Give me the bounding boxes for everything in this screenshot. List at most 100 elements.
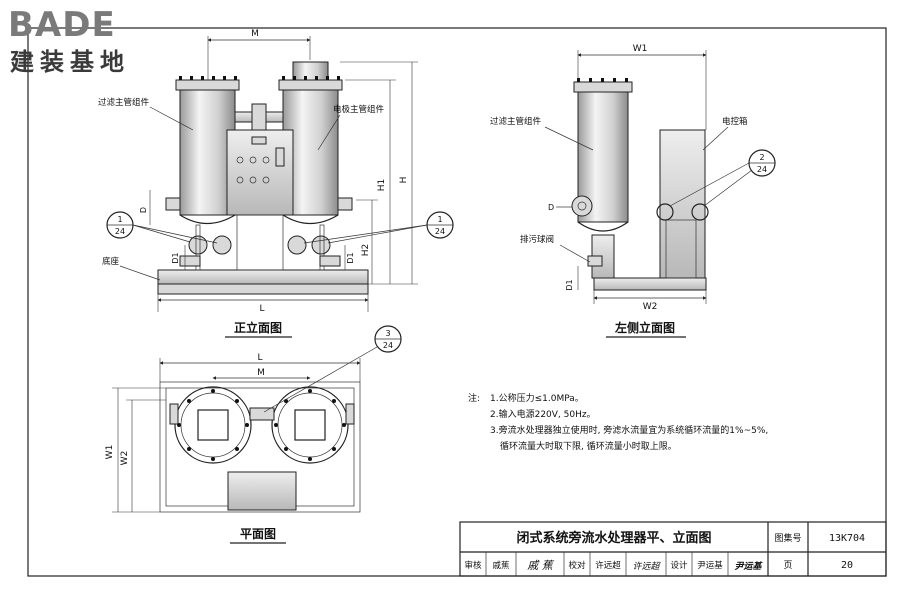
front-panel-display xyxy=(251,136,267,145)
front-panel-meter xyxy=(275,147,285,167)
checker-signature: 许远超 xyxy=(632,561,661,572)
reviewer-name: 戚蕉 xyxy=(492,560,510,571)
drawing-title: 闭式系统旁流水处理器平、立面图 xyxy=(516,530,711,546)
side-dim-d1: D1 xyxy=(565,279,574,290)
front-left-valve-b xyxy=(212,235,232,255)
front-label-filter: 过滤主管组件 xyxy=(98,97,150,108)
notes: 注: 1.公称压力≤1.0MPa。 2.输入电源220V, 50Hz。 3.旁流… xyxy=(468,392,768,452)
atlas-number: 13K704 xyxy=(829,533,865,544)
checker-name: 许远超 xyxy=(595,560,621,571)
front-right-tank-bottom xyxy=(282,214,339,225)
front-right-leg xyxy=(319,224,325,271)
plan-bolts xyxy=(177,389,346,461)
title-block: 闭式系统旁流水处理器平、立面图 图集号 13K704 审核 戚蕉 戚 蕉 校对 … xyxy=(459,521,887,577)
side-drain-valve xyxy=(587,255,603,267)
front-dim-d1-right: D1 xyxy=(346,252,355,263)
side-view-title: 左侧立面图 xyxy=(614,320,675,335)
logo: BADE 建装基地 xyxy=(8,5,130,76)
front-callout-left: 1 24 xyxy=(106,211,218,244)
plan-dim-w2: W2 xyxy=(120,451,130,466)
front-dim-l: L xyxy=(259,304,264,314)
front-left-bolts xyxy=(179,76,237,80)
front-left-drain xyxy=(179,255,201,267)
svg-text:1: 1 xyxy=(117,215,122,224)
designer-name: 尹运基 xyxy=(697,560,723,571)
note-line-1: 1.公称压力≤1.0MPa。 xyxy=(490,392,584,404)
plan-control-panel xyxy=(227,471,297,511)
logo-subtitle: 建装基地 xyxy=(10,48,130,76)
front-callout-right: 1 24 xyxy=(303,211,454,244)
side-label-filter: 过滤主管组件 xyxy=(490,116,542,127)
front-right-nozzle xyxy=(337,197,353,211)
side-dim-w2: W2 xyxy=(643,302,658,312)
svg-text:24: 24 xyxy=(435,227,445,236)
page-label: 页 xyxy=(783,560,792,571)
plan-tank-left xyxy=(174,386,252,464)
svg-text:3: 3 xyxy=(385,329,390,338)
side-base xyxy=(593,277,707,291)
front-dim-m: M xyxy=(251,29,259,39)
svg-text:24: 24 xyxy=(757,165,767,174)
front-view: M L H H1 H2 D D1 D1 过滤主管组件 电极主管组件 底座 xyxy=(98,29,454,338)
side-tank-flange xyxy=(573,81,633,93)
notes-prefix: 注: xyxy=(468,392,480,404)
svg-text:24: 24 xyxy=(115,227,125,236)
plan-connecting-pipe xyxy=(249,407,275,421)
front-left-nozzle xyxy=(165,197,181,211)
review-label: 审核 xyxy=(464,560,482,571)
side-callout: 2 24 xyxy=(669,149,776,207)
logo-brand: BADE xyxy=(8,5,116,45)
front-left-tank-flange xyxy=(175,79,240,91)
sheet-border xyxy=(27,27,887,577)
side-view: W1 W2 D D1 过滤主管组件 电控箱 排污球阀 2 24 左侧立面图 xyxy=(490,44,776,338)
side-tank-bolts xyxy=(577,78,628,82)
plan-dim-w1: W1 xyxy=(105,445,115,460)
reviewer-signature: 戚 蕉 xyxy=(527,559,554,572)
plan-callout: 3 24 xyxy=(263,325,402,413)
front-dim-h: H xyxy=(399,177,409,184)
plan-view: L M W1 W2 3 24 平面图 xyxy=(105,325,402,544)
side-dim-w1: W1 xyxy=(633,44,648,54)
front-panel-buttons xyxy=(236,156,270,184)
front-base-frame xyxy=(157,269,369,285)
front-right-valve-b xyxy=(311,235,331,255)
plan-frame xyxy=(159,381,361,513)
front-left-valve-a xyxy=(188,235,208,255)
design-label: 设计 xyxy=(670,560,688,571)
svg-text:24: 24 xyxy=(383,341,393,350)
plan-view-title: 平面图 xyxy=(240,527,276,541)
front-right-tank-top xyxy=(292,61,329,81)
front-right-tank-flange xyxy=(278,79,343,91)
page-number: 20 xyxy=(841,560,853,571)
front-right-bolts xyxy=(282,76,340,80)
front-pipe-valve xyxy=(251,103,267,131)
side-label-drain-valve: 排污球阀 xyxy=(520,234,554,245)
side-nozzle xyxy=(571,195,593,217)
atlas-label: 图集号 xyxy=(774,532,801,544)
front-dim-h2: H2 xyxy=(361,244,371,257)
svg-text:2: 2 xyxy=(759,153,764,162)
plan-tank-right xyxy=(271,386,349,464)
side-dim-d: D xyxy=(548,203,554,212)
note-line-3: 3.旁流水处理器独立使用时, 旁滤水流量宜为系统循环流量的1%~5%, xyxy=(490,424,768,436)
side-label-control-box: 电控箱 xyxy=(722,116,748,127)
front-label-electrode: 电极主管组件 xyxy=(333,104,385,115)
front-label-base: 底座 xyxy=(102,256,120,267)
front-dim-d: D xyxy=(139,207,148,213)
svg-text:1: 1 xyxy=(437,215,442,224)
plan-dim-l: L xyxy=(257,353,262,363)
plan-dim-m: M xyxy=(257,368,265,378)
front-dim-d1-left: D1 xyxy=(171,252,180,263)
front-right-valve-a xyxy=(287,235,307,255)
front-left-leg xyxy=(195,224,201,271)
note-line-2: 2.输入电源220V, 50Hz。 xyxy=(490,408,596,420)
front-dim-h1: H1 xyxy=(377,179,387,192)
designer-signature: 尹运基 xyxy=(734,561,763,572)
front-panel-stand xyxy=(236,214,284,271)
check-label: 校对 xyxy=(568,560,586,571)
note-line-4: 循环流量大时取下限, 循环流量小时取上限。 xyxy=(500,440,677,452)
front-right-drain xyxy=(319,255,341,267)
front-base-plate xyxy=(157,283,369,295)
